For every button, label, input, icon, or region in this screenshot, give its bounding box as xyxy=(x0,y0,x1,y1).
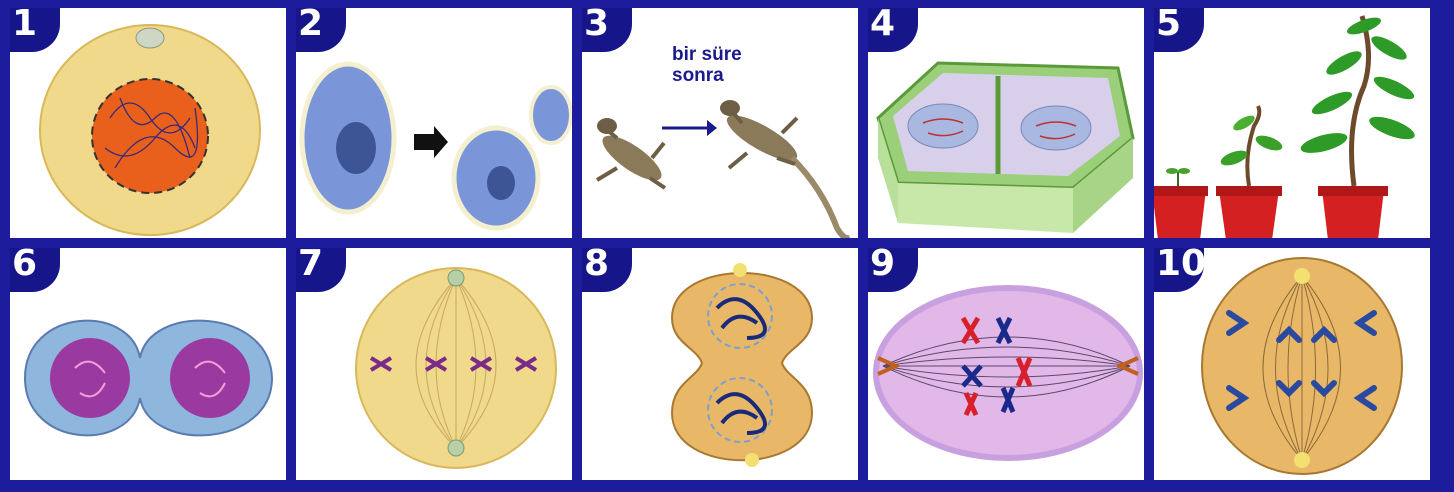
panel-number: 7 xyxy=(298,248,323,284)
panel-9: 9 xyxy=(868,248,1144,480)
panel-1: 1 xyxy=(10,8,286,238)
panel-number: 8 xyxy=(584,248,609,284)
panel-number: 6 xyxy=(12,248,37,284)
panel-number: 1 xyxy=(12,8,37,44)
lizard-regrown-tail xyxy=(720,100,850,238)
lizard-short-tail xyxy=(596,118,667,188)
panel-number: 5 xyxy=(1156,8,1181,44)
panel-8: 8 xyxy=(582,248,858,480)
caption-line-1: bir süre xyxy=(672,44,742,65)
panel-4: 4 xyxy=(868,8,1144,238)
panel-2: 2 xyxy=(296,8,572,238)
panel-3: bir süre sonra 3 xyxy=(582,8,858,238)
panel-6: 6 xyxy=(10,248,286,480)
panel-7: 7 xyxy=(296,248,572,480)
panel-number: 3 xyxy=(584,8,609,44)
panel-number: 2 xyxy=(298,8,323,44)
time-caption: bir süre sonra xyxy=(672,44,742,86)
panel-number: 10 xyxy=(1156,248,1206,284)
panel-number: 9 xyxy=(870,248,895,284)
panel-number: 4 xyxy=(870,8,895,44)
panel-10: 10 xyxy=(1154,248,1430,480)
caption-line-2: sonra xyxy=(672,65,742,86)
panel-5: 5 xyxy=(1154,8,1430,238)
